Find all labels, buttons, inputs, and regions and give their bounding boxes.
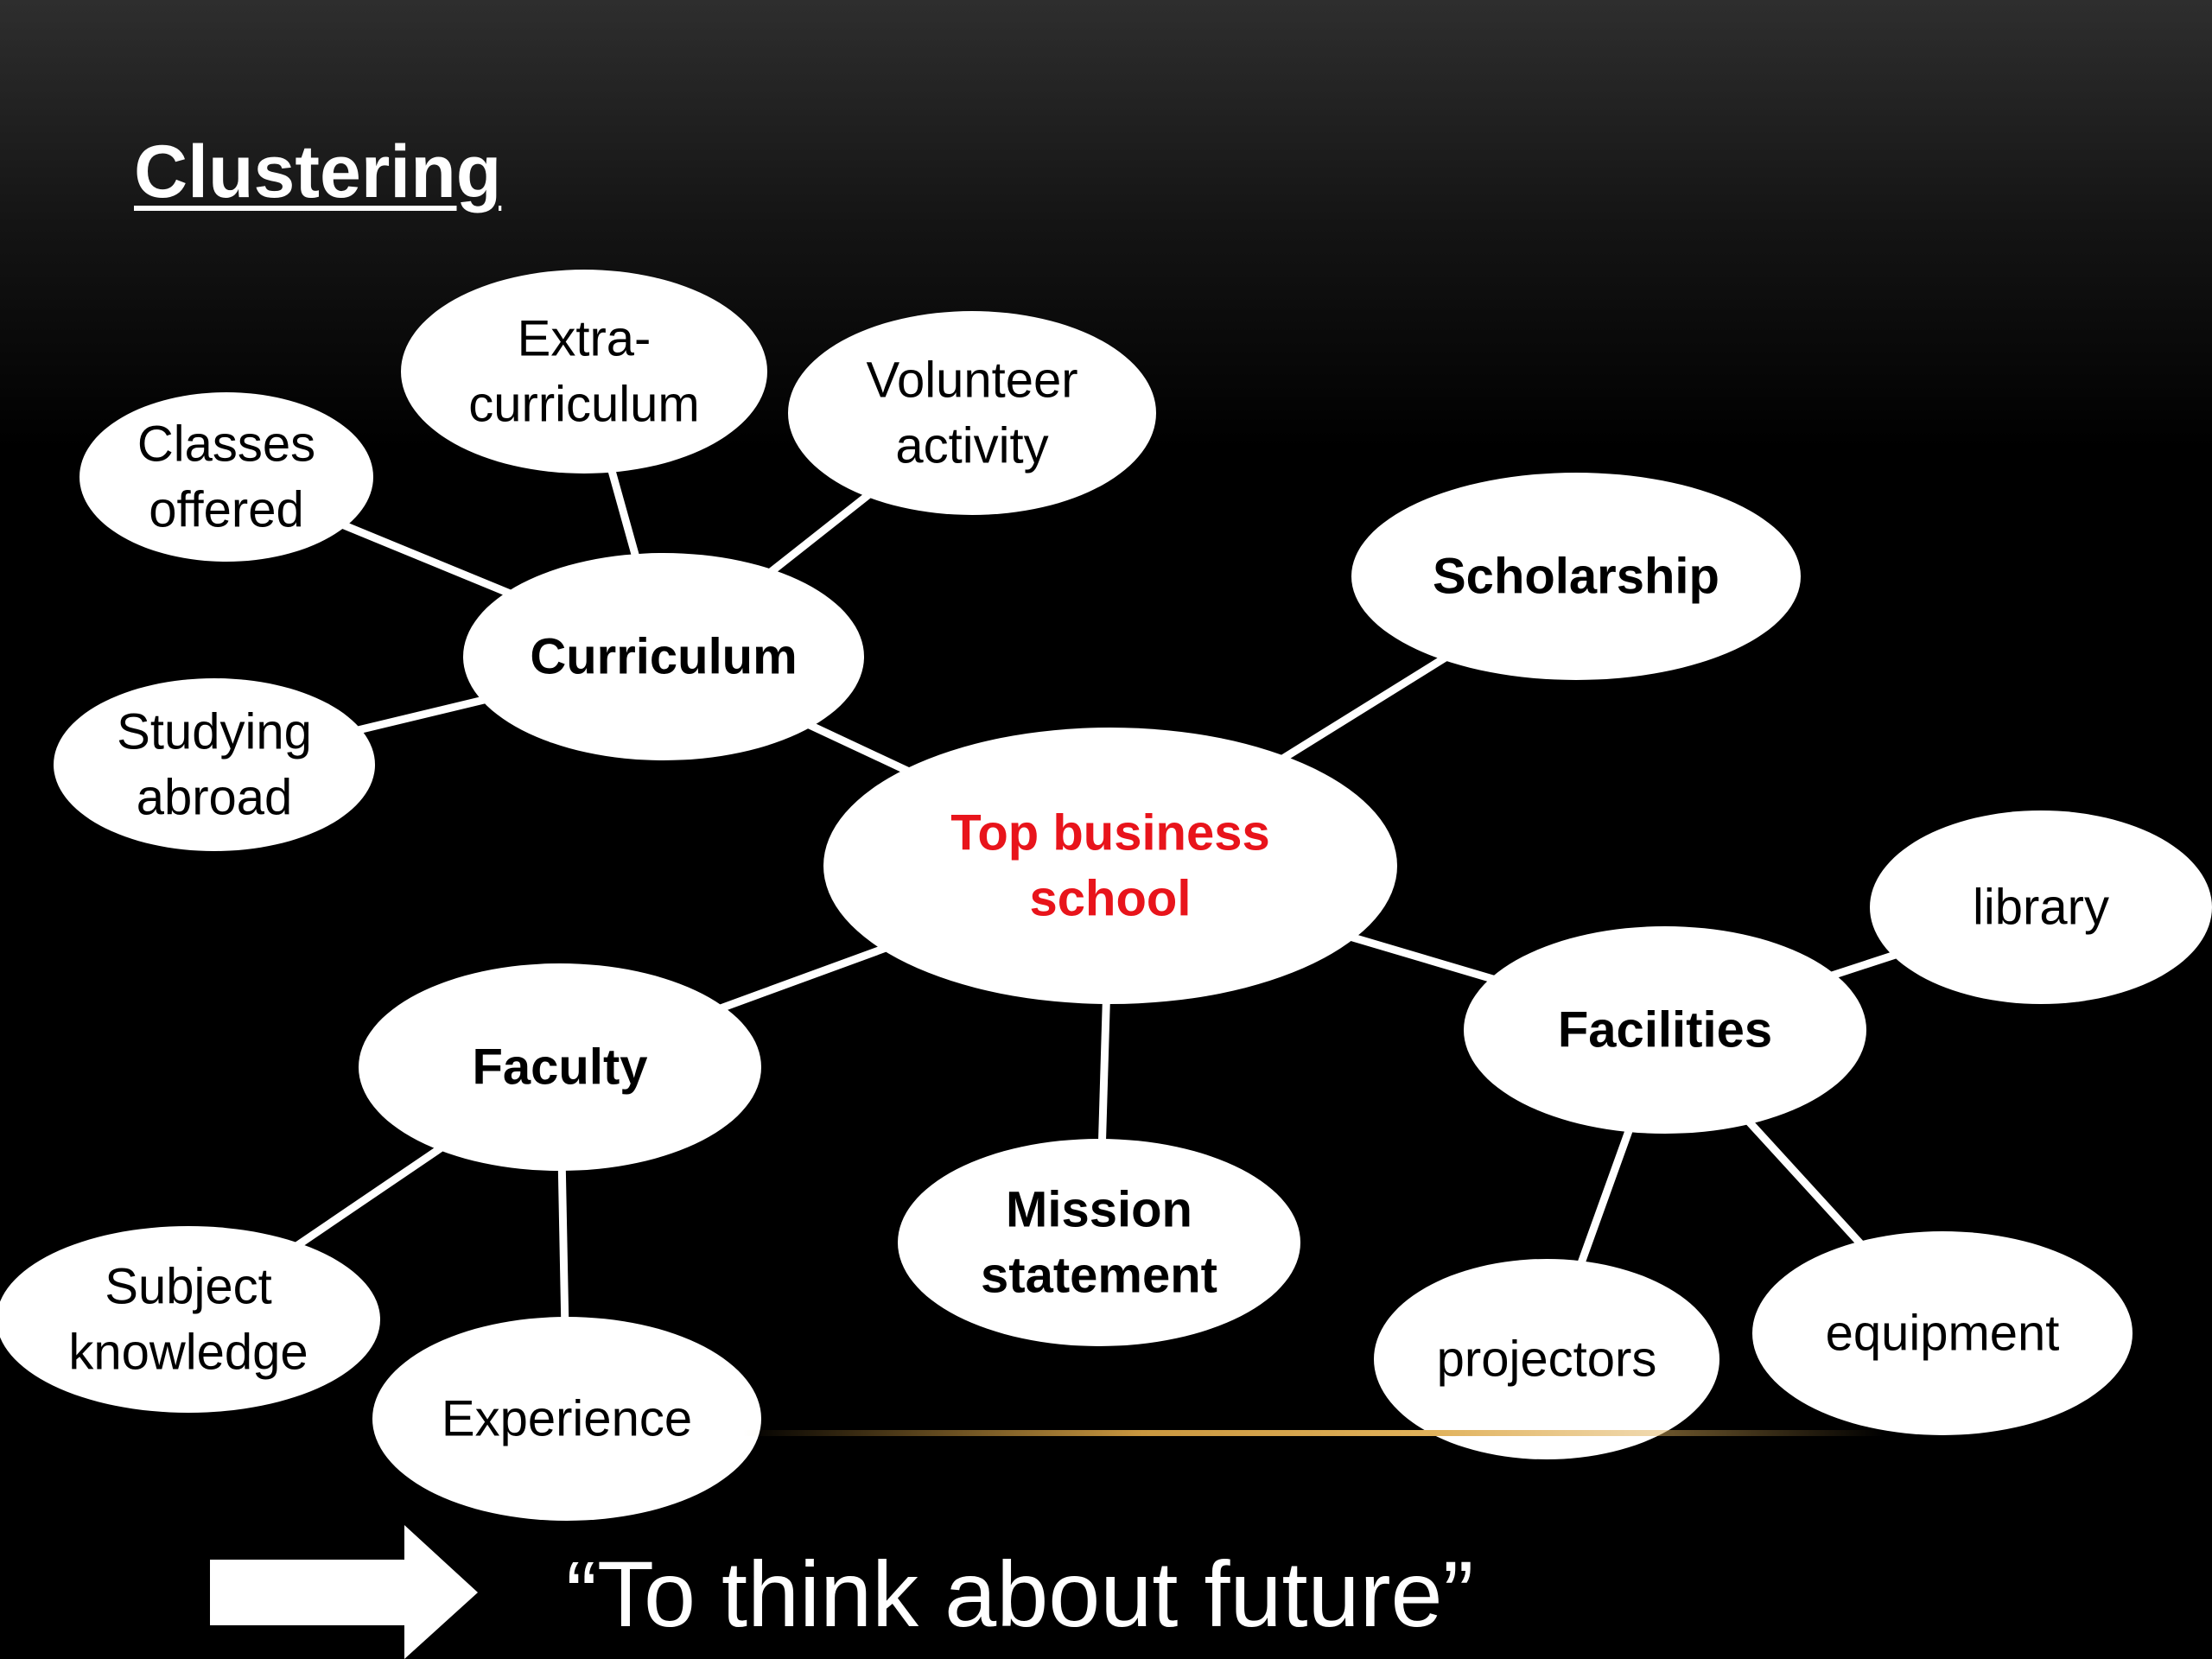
node-volunteer: Volunteer activity	[788, 311, 1156, 515]
node-volunteer-label: Volunteer	[866, 353, 1077, 409]
node-extra-curriculum: Extra-curriculum	[401, 270, 767, 474]
node-mission: Mission statement	[898, 1139, 1300, 1346]
node-library-ellipse	[1870, 810, 2212, 1004]
node-scholarship-label: Scholarship	[1433, 549, 1719, 605]
node-curriculum-label: Curriculum	[530, 629, 797, 685]
node-center-label: Top business	[950, 805, 1270, 861]
node-volunteer-label: activity	[895, 418, 1048, 474]
node-studying-label: Studying	[117, 704, 312, 760]
node-subject-label: Subject	[105, 1259, 271, 1315]
node-studying-ellipse	[54, 678, 375, 851]
node-faculty: Faculty	[359, 963, 761, 1171]
node-projectors-label: projectors	[1437, 1332, 1657, 1388]
node-curriculum-ellipse	[463, 553, 864, 760]
node-curriculum: Curriculum	[463, 553, 864, 760]
node-library-label: library	[1973, 880, 2109, 936]
node-faculty-ellipse	[359, 963, 761, 1171]
node-scholarship: Scholarship	[1351, 473, 1801, 680]
node-volunteer-ellipse	[788, 311, 1156, 515]
quote-text: “To think about future”	[566, 1541, 1474, 1646]
node-equipment-ellipse	[1752, 1231, 2133, 1435]
node-classes: Classes offered	[79, 392, 373, 562]
node-experience-ellipse	[372, 1317, 761, 1521]
node-extra-curriculum-ellipse	[401, 270, 767, 474]
right-arrow-icon	[210, 1525, 478, 1659]
node-mission-label: Mission	[1006, 1182, 1192, 1238]
node-mission-label: statement	[981, 1248, 1217, 1304]
node-center-label: school	[1030, 871, 1192, 927]
node-library: library	[1870, 810, 2212, 1004]
node-extra-curriculum-label: curriculum	[468, 377, 700, 433]
node-subject-label: knowledge	[68, 1325, 308, 1381]
nodes-layer: Top business school Curriculum Extra-curric…	[0, 270, 2212, 1521]
node-mission-ellipse	[898, 1139, 1300, 1346]
node-facilities-ellipse	[1464, 926, 1866, 1134]
node-experience-label: Experience	[442, 1391, 692, 1447]
node-faculty-label: Faculty	[472, 1039, 647, 1096]
node-facilities-label: Facilities	[1558, 1002, 1772, 1058]
accent-line	[743, 1430, 1884, 1436]
node-scholarship-ellipse	[1351, 473, 1801, 680]
node-subject-ellipse	[0, 1226, 380, 1413]
node-center: Top business school	[823, 728, 1397, 1004]
node-classes-label: offered	[149, 482, 304, 538]
node-projectors: projectors	[1374, 1259, 1719, 1459]
node-facilities: Facilities	[1464, 926, 1866, 1134]
node-equipment: equipment	[1752, 1231, 2133, 1435]
slide-title: Clustering	[134, 130, 502, 213]
node-equipment-label: equipment	[1826, 1306, 2060, 1362]
node-studying-label: abroad	[137, 770, 293, 826]
node-center-ellipse	[823, 728, 1397, 1004]
node-classes-label: Classes	[137, 416, 315, 473]
node-experience: Experience	[372, 1317, 761, 1521]
node-classes-ellipse	[79, 392, 373, 562]
node-extra-curriculum-label: Extra-	[518, 311, 652, 367]
node-studying: Studying abroad	[54, 678, 375, 851]
node-subject: Subject knowledge	[0, 1226, 380, 1413]
node-projectors-ellipse	[1374, 1259, 1719, 1459]
